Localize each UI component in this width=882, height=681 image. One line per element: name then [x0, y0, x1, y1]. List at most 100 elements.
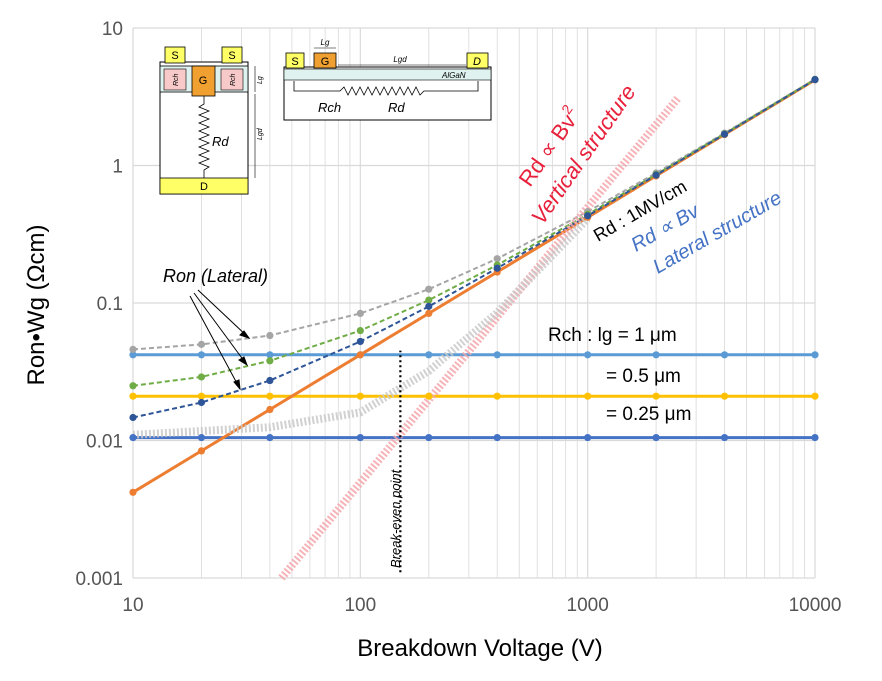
data-point-ron-1um — [197, 340, 206, 348]
data-point-ron-1um — [266, 331, 274, 340]
lateral-drain-label: D — [473, 56, 481, 68]
vertical-rd-label: Rd — [212, 134, 229, 149]
data-point-rch-025um — [425, 433, 433, 442]
vertical-lgd-label: Lgd — [257, 127, 264, 140]
lateral-source-label: S — [291, 56, 298, 68]
data-point-rch-1um — [720, 351, 729, 359]
lateral-rd-label: Rd — [388, 100, 405, 115]
vertical-rch-right-label: Rch — [230, 73, 237, 86]
series-line-ron-vertical — [132, 215, 591, 439]
data-point-rd-lateral — [129, 488, 137, 496]
vertical-device-inset: S S G Rch Rch Rd D Lg Lgd — [159, 46, 264, 195]
data-point-rd-lateral — [425, 309, 433, 318]
vertical-rd-resistor — [197, 96, 211, 178]
data-point-ron-1um — [493, 255, 501, 263]
y-tick-label: 0.1 — [97, 294, 123, 315]
data-point-rch-05um — [356, 392, 364, 400]
data-point-rch-1um — [197, 351, 206, 359]
series-line-ron-1um — [132, 78, 816, 351]
data-point-ron-025um — [197, 398, 206, 407]
data-point-rch-05um — [266, 392, 274, 400]
data-point-rch-025um — [197, 433, 206, 442]
vertical-source-left — [164, 46, 186, 64]
vertical-gate — [191, 65, 216, 97]
lateral-barrier-label: AlGaN — [441, 71, 466, 80]
data-point-rch-1um — [493, 351, 501, 359]
data-point-rd-lateral — [197, 447, 206, 455]
lateral-resistor-path — [293, 81, 479, 96]
data-point-ron-025um — [493, 264, 501, 272]
vertical-lg-label: Lg — [257, 76, 264, 84]
lateral-lgd-label: Lgd — [393, 55, 407, 64]
data-point-rch-05um — [493, 392, 501, 400]
lateral-barrier-layer — [283, 68, 492, 81]
x-tick-label: 10 — [122, 595, 143, 616]
ron-lateral-arrows — [189, 289, 251, 391]
x-tick-label: 100 — [344, 595, 376, 616]
data-point-rch-05um — [720, 392, 729, 400]
ron-lateral-label: Ron (Lateral) — [163, 266, 268, 286]
vertical-source-right — [221, 46, 243, 64]
data-point-rd-lateral — [356, 351, 364, 359]
x-tick-label: 10000 — [789, 595, 842, 616]
data-point-rch-025um — [720, 433, 729, 442]
vertical-drain — [159, 177, 249, 195]
lateral-device-inset: S G D Lg Lgd AlGaN Rch Rd — [283, 38, 492, 121]
series-lines — [132, 78, 816, 581]
rch-05um-label: = 0.5 μm — [606, 366, 681, 387]
data-point-rch-1um — [129, 351, 137, 359]
data-point-ron-05um — [129, 382, 137, 390]
data-point-rch-05um — [197, 392, 206, 400]
lateral-drain — [466, 52, 489, 69]
lateral-rch-label: Rch — [318, 100, 341, 115]
data-point-ron-025um — [720, 130, 729, 138]
data-point-ron-025um — [652, 171, 660, 179]
data-point-rch-025um — [266, 433, 274, 442]
data-point-rch-05um — [584, 392, 592, 400]
data-point-ron-05um — [266, 357, 274, 365]
lateral-gate-label: G — [321, 56, 330, 68]
lateral-lg-label: Lg — [321, 38, 330, 47]
data-point-rch-05um — [652, 392, 660, 400]
data-point-rch-025um — [356, 433, 364, 442]
data-point-rd-lateral — [266, 405, 274, 414]
data-point-rch-1um — [584, 351, 592, 359]
data-point-rch-1um — [425, 351, 433, 359]
rch-1um-label: Rch : lg = 1 μm — [548, 325, 677, 346]
data-point-rch-1um — [266, 351, 274, 359]
vertical-rch-left-label: Rch — [173, 73, 180, 86]
data-point-rch-025um — [493, 433, 501, 442]
y-axis-title: Ron•Wg (Ωcm) — [23, 224, 50, 385]
data-point-ron-1um — [129, 345, 137, 353]
y-tick-label: 0.001 — [75, 569, 123, 590]
data-point-ron-05um — [356, 326, 364, 335]
rch-025um-label: = 0.25 μm — [606, 404, 691, 425]
data-point-rch-05um — [425, 392, 433, 400]
x-axis-title: Breakdown Voltage (V) — [357, 635, 602, 662]
data-point-rch-025um — [129, 433, 137, 442]
data-point-rch-025um — [584, 433, 592, 442]
vertical-drain-label: D — [200, 181, 208, 193]
data-point-ron-025um — [129, 413, 137, 422]
series-line-ron-025um — [132, 78, 816, 419]
vertical-source-left-label: S — [171, 50, 178, 62]
data-point-rch-05um — [129, 392, 137, 400]
data-point-ron-025um — [266, 376, 274, 385]
data-point-rch-1um — [652, 351, 660, 359]
lateral-source — [285, 52, 305, 69]
data-point-rch-05um — [811, 392, 819, 400]
vertical-rch-left — [163, 68, 187, 91]
y-tick-label: 10 — [102, 19, 123, 40]
y-tick-label: 1 — [112, 157, 123, 178]
data-point-ron-025um — [356, 337, 364, 346]
data-point-ron-05um — [425, 296, 433, 304]
data-point-ron-05um — [197, 373, 206, 381]
data-point-ron-025um — [811, 76, 819, 84]
data-point-ron-025um — [425, 302, 433, 310]
data-point-rch-025um — [811, 433, 819, 442]
vertical-source-right-label: S — [228, 50, 235, 62]
